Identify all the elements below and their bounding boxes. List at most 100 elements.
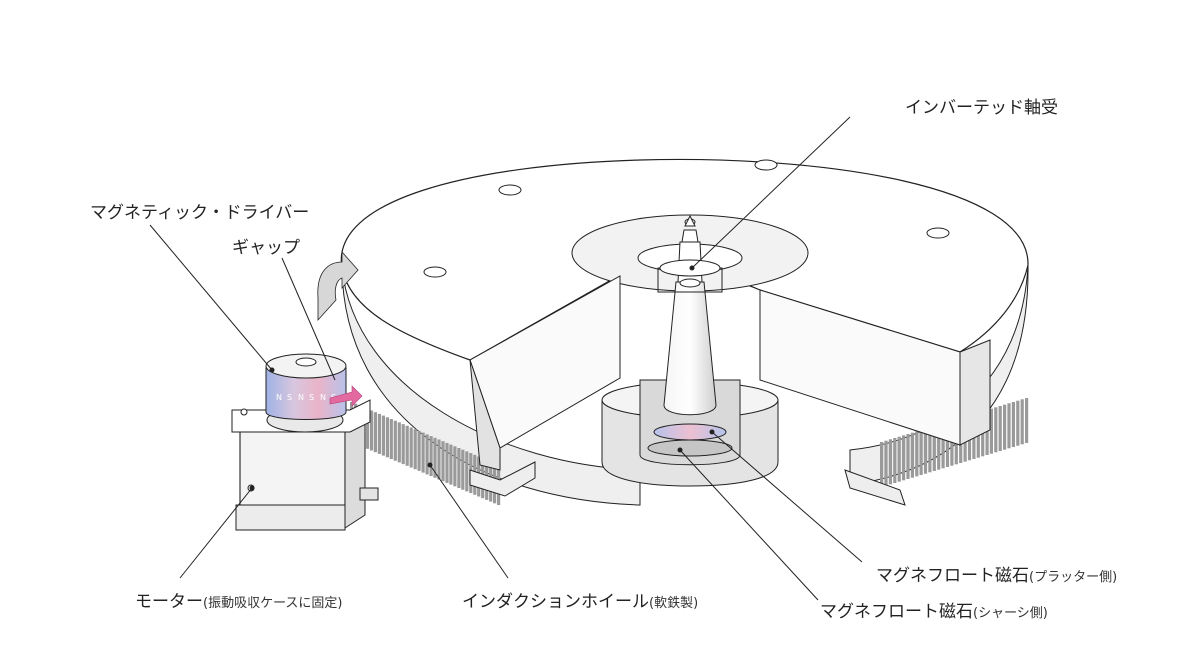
induction-wheel-fin: [893, 438, 897, 483]
double-arrow-icon: [329, 385, 363, 407]
induction-wheel-fin: [405, 425, 409, 466]
induction-wheel-fin: [1011, 402, 1015, 447]
induction-wheel-fin: [393, 420, 397, 461]
label-magnefloat-chassis-note: (シャーシ側): [973, 606, 1048, 621]
label-motor-main: モーター: [135, 592, 203, 612]
induction-wheel-fin: [373, 412, 377, 453]
induction-wheel-fin: [1007, 403, 1011, 449]
magnefloat-chassis-magnet: [647, 439, 733, 457]
callout-line-induction-wheel: [429, 464, 509, 579]
label-induction-wheel-note: (軟鉄製): [649, 595, 698, 611]
induction-wheel-fin: [1020, 399, 1024, 445]
induction-wheel-fin: [381, 415, 385, 456]
label-motor-note: (振動吸収ケースに固定): [203, 596, 343, 611]
callout-lines: [149, 116, 863, 601]
induction-wheel-fin: [441, 441, 445, 482]
platter-hole-3: [423, 266, 447, 278]
foot-left: [469, 461, 536, 497]
induction-wheel-fin: [401, 424, 405, 465]
induction-wheel-fin: [413, 429, 417, 470]
foot-right: [844, 469, 906, 506]
platter-hole-2: [754, 159, 778, 171]
induction-wheel-fin: [465, 451, 469, 492]
induction-wheel-fin: [950, 420, 954, 466]
induction-wheel-fin: [884, 440, 888, 486]
induction-wheel-fin: [1016, 400, 1020, 446]
induction-wheel-fin: [1003, 404, 1007, 450]
induction-wheel-fin: [998, 406, 1002, 451]
label-motor: モーター(振動吸収ケースに固定): [135, 592, 343, 612]
induction-wheel-fin: [945, 422, 950, 467]
induction-wheel-fin: [902, 435, 906, 481]
induction-wheel-fin: [429, 436, 433, 477]
label-magnefloat-platter-note: (プラッター側): [1029, 570, 1117, 585]
label-magnetic-driver: マグネティック・ドライバー: [90, 203, 309, 223]
motor-screw-1: [240, 408, 248, 416]
label-magnefloat-platter-main: マグネフロート磁石: [876, 566, 1029, 586]
induction-wheel-fin: [421, 432, 425, 473]
induction-wheel-fin: [923, 428, 928, 474]
pole-letter: N: [298, 393, 304, 402]
labels: インバーテッド軸受 マグネティック・ドライバー ギャップ モーター(振動吸収ケー…: [90, 98, 1117, 622]
curved-arrow-icon: [317, 250, 359, 322]
platter-hole-1: [498, 184, 522, 196]
induction-wheel-fin: [937, 424, 941, 470]
spindle-cone: [663, 281, 717, 416]
induction-wheel-fin: [461, 449, 465, 490]
motor-side: [344, 419, 366, 529]
pole-letter: S: [287, 393, 292, 402]
cutaway-face-right-edge: [959, 339, 991, 446]
callout-line-inverted-bearing: [691, 116, 851, 269]
induction-wheel-fin: [910, 432, 914, 478]
callout-line-magnefloat-chassis: [679, 449, 819, 601]
callout-line-magnefloat-platter: [711, 431, 863, 563]
induction-wheel-fin: [437, 439, 441, 480]
spindle-point: [684, 214, 696, 227]
induction-wheel-fin: [449, 444, 453, 485]
bearing-assembly: [601, 214, 779, 487]
induction-wheel-fin: [369, 410, 374, 451]
induction-wheel-fin: [985, 410, 989, 455]
magnetic-driver-hub: [295, 357, 317, 367]
spindle-tip: [681, 229, 699, 243]
label-gap: ギャップ: [232, 238, 300, 258]
platter-hole-4: [926, 227, 950, 239]
induction-wheel-fin: [365, 408, 370, 449]
induction-wheel-fin: [897, 436, 901, 482]
pole-letter: S: [309, 393, 314, 402]
pole-letter: N: [276, 393, 282, 402]
motor-connector: [359, 487, 379, 501]
label-inverted-bearing: インバーテッド軸受: [905, 98, 1058, 118]
magnetic-driver-drum: [265, 367, 347, 420]
callout-line-magnetic-driver: [149, 224, 273, 371]
induction-wheel-fin: [453, 446, 457, 487]
induction-wheel-fin: [377, 413, 381, 454]
induction-wheel-fin: [880, 442, 884, 487]
label-magnefloat-chassis: マグネフロート磁石(シャーシ側): [820, 602, 1048, 622]
induction-wheel-fin: [932, 426, 936, 471]
motor-base: [235, 504, 346, 531]
callout-line-motor: [179, 487, 253, 579]
induction-wheel-fin: [425, 434, 429, 475]
induction-wheel-fin: [417, 430, 421, 471]
induction-wheel-fin: [397, 422, 401, 463]
bearing-inner-cap: [679, 278, 701, 288]
label-magnefloat-chassis-main: マグネフロート磁石: [820, 602, 973, 622]
label-induction-wheel: インダクションホイール(軟鉄製): [462, 592, 698, 612]
cutaway-face-left-front: [469, 359, 501, 471]
induction-wheel-fin: [928, 427, 932, 473]
induction-wheel-fin: [457, 448, 461, 488]
magnefloat-platter-magnet: [653, 423, 727, 441]
pole-letter: N: [320, 393, 326, 402]
induction-wheel-fin: [915, 431, 919, 477]
induction-wheel-fin: [989, 408, 993, 454]
induction-wheel-fin: [994, 407, 998, 453]
induction-wheel-fin: [433, 437, 437, 478]
motor-unit: NSNSNS: [231, 250, 379, 531]
induction-wheel-fin: [385, 417, 389, 458]
induction-wheel-fin: [409, 427, 413, 468]
label-magnefloat-platter: マグネフロート磁石(プラッター側): [876, 566, 1117, 586]
label-induction-wheel-main: インダクションホイール: [462, 592, 649, 612]
